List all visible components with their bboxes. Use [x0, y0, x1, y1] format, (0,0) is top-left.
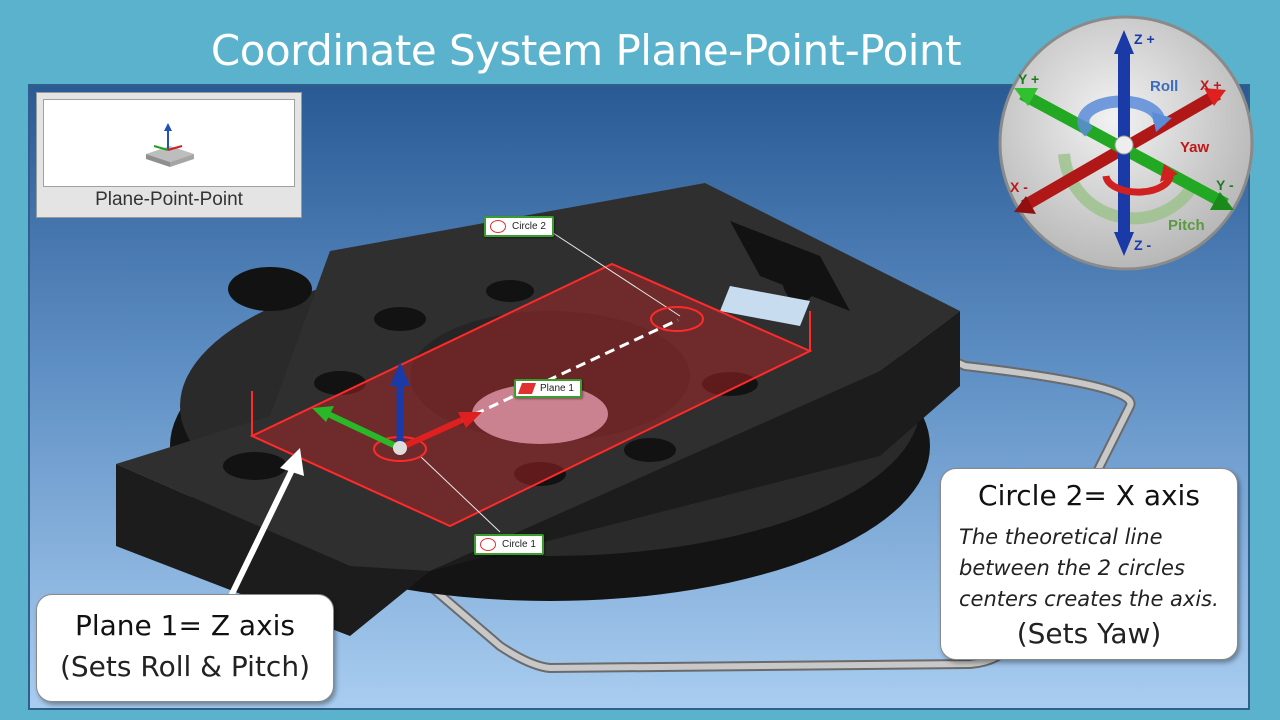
callout-circle-sub: (Sets Yaw)	[1016, 617, 1162, 650]
gizmo-x-minus-head	[1014, 196, 1036, 214]
callout-plane-heading: Plane 1= Z axis	[74, 609, 296, 642]
callout-plane-z-axis: Plane 1= Z axis (Sets Roll & Pitch)	[36, 594, 334, 702]
z-axis-head	[390, 362, 410, 386]
callout-circle-heading: Circle 2= X axis	[978, 479, 1200, 512]
gizmo-origin	[1114, 135, 1134, 155]
gizmo-z-minus-head	[1114, 232, 1134, 256]
label-y-minus: Y -	[1216, 177, 1234, 193]
plane-point-point-button[interactable]: Plane-Point-Point	[36, 92, 302, 218]
pocket	[730, 221, 850, 311]
label-z-minus: Z -	[1134, 237, 1151, 253]
plane-icon	[517, 383, 537, 394]
plate-side	[116, 311, 960, 636]
hole	[702, 372, 758, 396]
label-pitch: Pitch	[1168, 217, 1205, 234]
circle-icon	[480, 538, 496, 551]
gizmo-y-plus-head	[1014, 88, 1038, 106]
hole	[228, 267, 312, 311]
circle-2-feature[interactable]	[650, 306, 704, 332]
hole	[314, 371, 366, 395]
label-yaw: Yaw	[1180, 139, 1210, 156]
hole	[514, 462, 566, 486]
label-roll: Roll	[1150, 78, 1178, 95]
callout-circle-desc-3: centers creates the axis.	[959, 587, 1219, 611]
x-axis-arrow	[398, 417, 464, 451]
leader-circle-1	[419, 455, 501, 533]
gizmo-z-plus-head	[1114, 30, 1134, 54]
badge-plane-1-label: Plane 1	[540, 383, 574, 394]
hole	[486, 280, 534, 302]
coordinate-system-icon	[146, 123, 194, 167]
gizmo-x-plus-head	[1204, 88, 1226, 106]
badge-circle-2-label: Circle 2	[512, 221, 546, 232]
badge-circle-1[interactable]: Circle 1	[474, 534, 544, 555]
button-icon-area	[43, 99, 295, 187]
x-axis-head	[458, 412, 482, 428]
label-x-minus: X -	[1010, 179, 1028, 195]
y-axis-arrow	[326, 411, 402, 451]
callout-circle-x-axis: Circle 2= X axis The theoretical line be…	[940, 468, 1238, 660]
label-z-plus: Z +	[1134, 31, 1155, 47]
slot	[223, 452, 287, 480]
leader-circle-2	[549, 230, 681, 317]
origin-point	[393, 441, 407, 455]
badge-plane-1[interactable]: Plane 1	[514, 379, 582, 398]
label-x-plus: X +	[1200, 77, 1221, 93]
gizmo-y-minus-head	[1210, 192, 1234, 210]
roll-pitch-yaw-gizmo: Z + Z - Y + Y - X + X - Roll Yaw Pitch	[998, 15, 1254, 271]
yaw-arrow-head	[1160, 164, 1178, 182]
label-y-plus: Y +	[1018, 71, 1039, 87]
callout-arrow	[227, 468, 295, 600]
y-axis-head	[312, 406, 334, 422]
circle-icon	[490, 220, 506, 233]
badge-circle-1-label: Circle 1	[502, 539, 536, 550]
yaw-arc	[1102, 173, 1174, 196]
callout-circle-desc-1: The theoretical line	[959, 525, 1163, 549]
callout-arrow-head	[280, 448, 304, 476]
slide-title: Coordinate System Plane-Point-Point	[210, 26, 962, 75]
pocket-through	[720, 286, 810, 326]
hole	[374, 307, 426, 331]
callout-plane-sub: (Sets Roll & Pitch)	[59, 650, 310, 683]
roll-arrow-head	[1152, 112, 1172, 132]
part-scene	[116, 183, 1136, 674]
button-label: Plane-Point-Point	[95, 189, 243, 210]
hole	[624, 438, 676, 462]
callout-circle-desc-2: between the 2 circles	[959, 556, 1185, 580]
badge-circle-2[interactable]: Circle 2	[484, 216, 554, 237]
